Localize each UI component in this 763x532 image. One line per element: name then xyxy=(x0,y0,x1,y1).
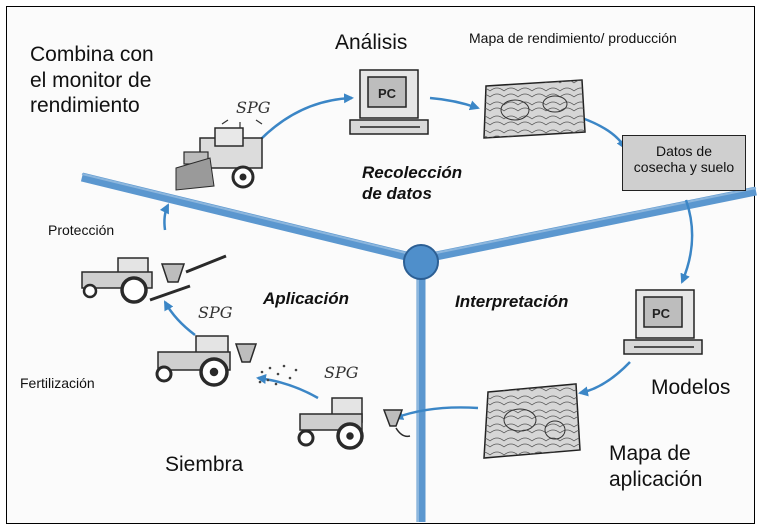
yield-map-icon xyxy=(483,79,586,139)
gps-tag-combine: SPG xyxy=(236,98,271,117)
phase-collection: Recolección de datos xyxy=(362,163,463,203)
computer-icon-models xyxy=(623,289,703,355)
label-analysis: Análisis xyxy=(335,31,408,54)
branch-left xyxy=(80,172,408,261)
arrow-sowing-to-fert xyxy=(256,374,319,400)
arrow-pc-to-appmap xyxy=(578,361,631,397)
label-yield-map: Mapa de rendimiento/ producción xyxy=(469,30,677,46)
label-fertilization: Fertilización xyxy=(20,375,95,391)
arrow-combine-to-pc xyxy=(259,93,354,141)
phase-interpretation: Interpretación xyxy=(455,292,569,311)
tractor-fertilization-icon xyxy=(155,335,258,387)
label-models: Modelos xyxy=(651,376,731,399)
label-application-map: Mapa de aplicación xyxy=(609,442,703,491)
label-protection: Protección xyxy=(48,222,115,238)
gps-tag-sowing: SPG xyxy=(324,363,359,382)
pc-label: PC xyxy=(652,306,671,321)
gps-tag-fertilization: SPG xyxy=(198,303,233,322)
application-map-icon xyxy=(483,383,581,459)
arrow-yieldmap-to-data xyxy=(581,116,627,150)
data-box: Datos de cosecha y suelo xyxy=(622,135,746,191)
arrow-protection-to-combine xyxy=(159,203,170,231)
arrow-data-to-model-pc xyxy=(680,199,694,284)
y-branches xyxy=(80,172,757,522)
arrow-pc-to-yieldmap xyxy=(429,96,480,111)
phase-application: Aplicación xyxy=(263,289,349,308)
tractor-protection-icon xyxy=(81,254,227,304)
combine-harvester-icon xyxy=(175,127,263,191)
pc-label: PC xyxy=(378,86,397,101)
fertilizer-spray xyxy=(258,364,298,386)
tractor-sowing-icon xyxy=(297,397,411,450)
arrow-appmap-to-sowing xyxy=(393,406,479,420)
computer-icon-analysis xyxy=(349,69,429,135)
label-sowing: Siembra xyxy=(165,453,244,476)
center-hub xyxy=(403,244,439,280)
arrow-fert-to-protection xyxy=(163,300,196,336)
branch-right xyxy=(435,186,757,261)
label-combine: Combina con el monitor de rendimiento xyxy=(30,43,154,118)
